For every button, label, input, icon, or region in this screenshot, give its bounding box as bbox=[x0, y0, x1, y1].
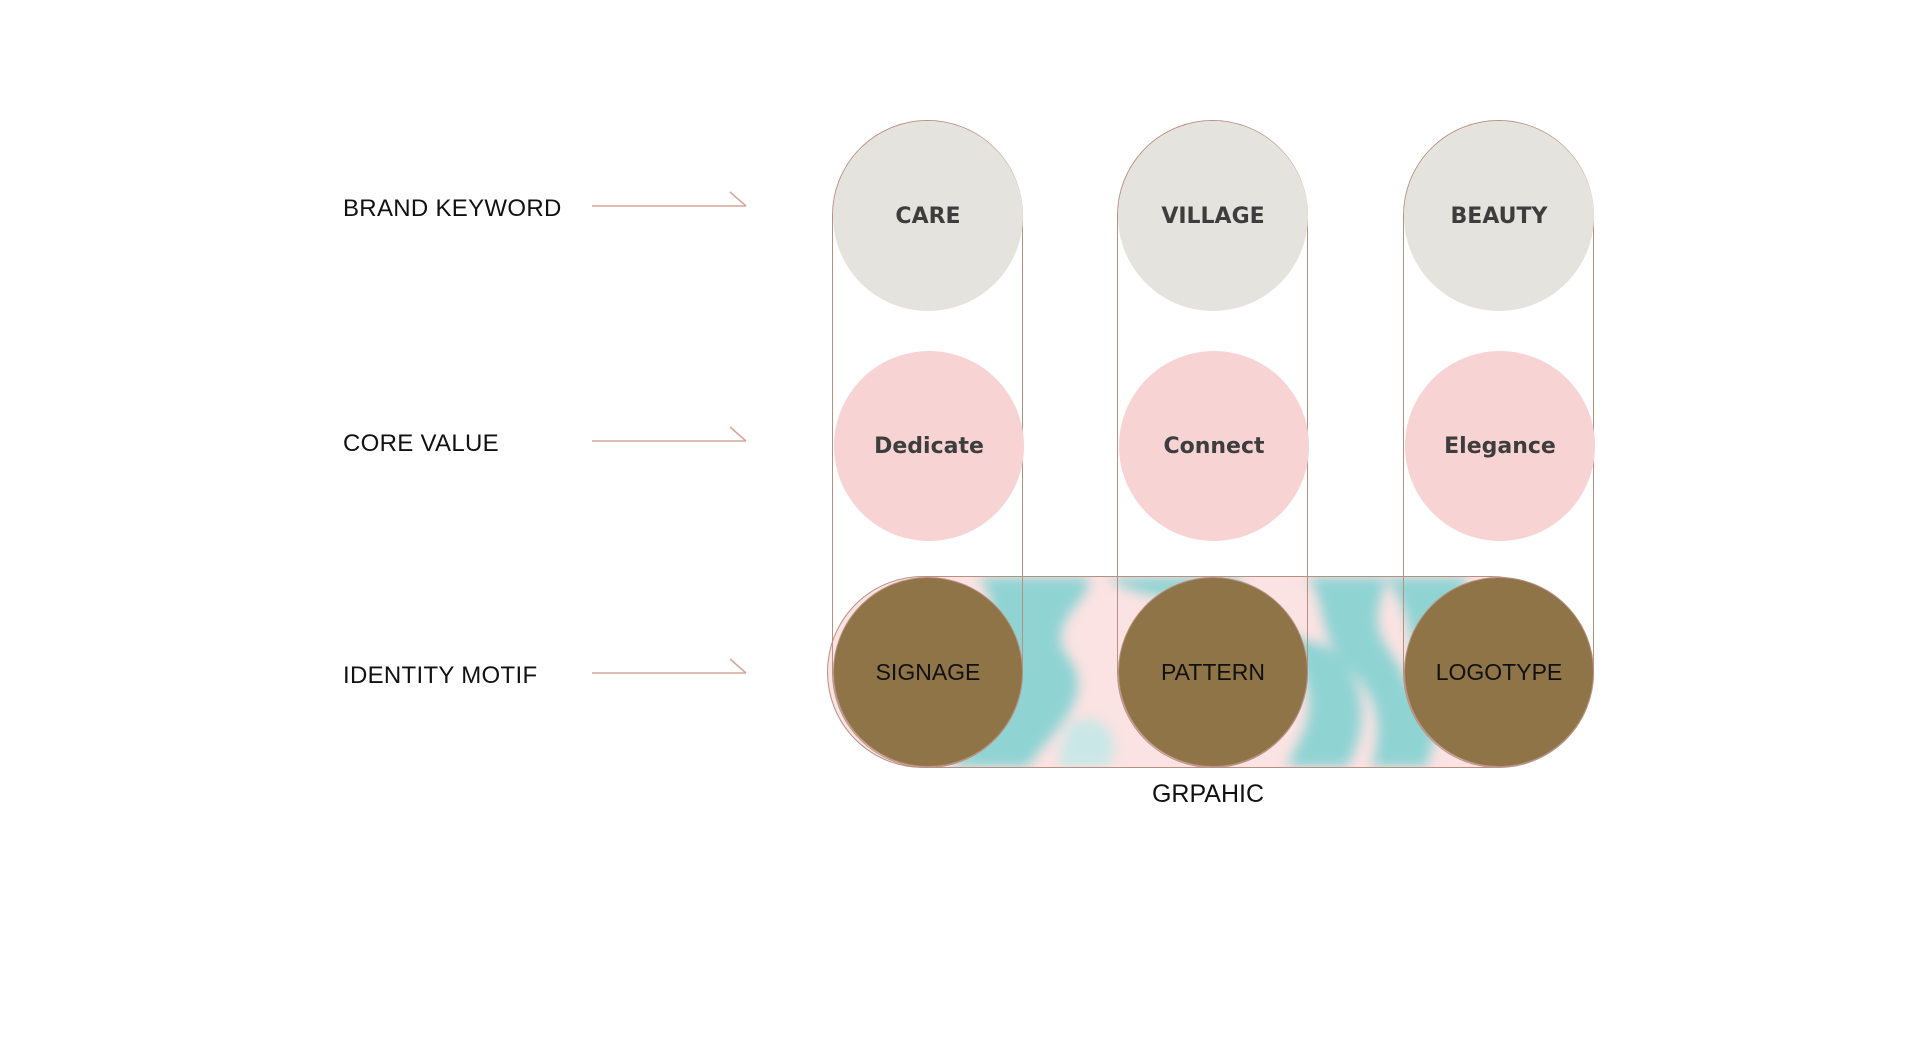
keyword-circle-beauty: BEAUTY bbox=[1404, 121, 1594, 311]
arrow-right-icon bbox=[592, 426, 747, 442]
value-circle-elegance: Elegance bbox=[1405, 351, 1595, 541]
row-label-brand-keyword: BRAND KEYWORD bbox=[343, 195, 562, 222]
value-label: Dedicate bbox=[874, 433, 984, 459]
keyword-circle-village: VILLAGE bbox=[1118, 121, 1308, 311]
keyword-label: VILLAGE bbox=[1161, 203, 1265, 229]
value-circle-dedicate: Dedicate bbox=[834, 351, 1024, 541]
motif-label: LOGOTYPE bbox=[1435, 658, 1563, 685]
motif-circle-logotype: LOGOTYPE bbox=[1404, 577, 1594, 767]
row-label-core-value: CORE VALUE bbox=[343, 430, 499, 457]
graphic-label: GRPAHIC bbox=[1151, 780, 1265, 808]
motif-label: SIGNAGE bbox=[875, 658, 981, 685]
arrow-right-icon bbox=[592, 658, 747, 674]
keyword-circle-care: CARE bbox=[833, 121, 1023, 311]
value-label: Connect bbox=[1163, 433, 1265, 459]
motif-circle-pattern: PATTERN bbox=[1118, 577, 1308, 767]
row-label-identity-motif: IDENTITY MOTIF bbox=[343, 662, 538, 689]
motif-label: PATTERN bbox=[1161, 658, 1265, 685]
value-circle-connect: Connect bbox=[1119, 351, 1309, 541]
arrow-right-icon bbox=[592, 191, 747, 207]
keyword-label: BEAUTY bbox=[1450, 203, 1548, 229]
value-label: Elegance bbox=[1444, 433, 1556, 459]
motif-circle-signage: SIGNAGE bbox=[833, 577, 1023, 767]
keyword-label: CARE bbox=[895, 203, 961, 229]
